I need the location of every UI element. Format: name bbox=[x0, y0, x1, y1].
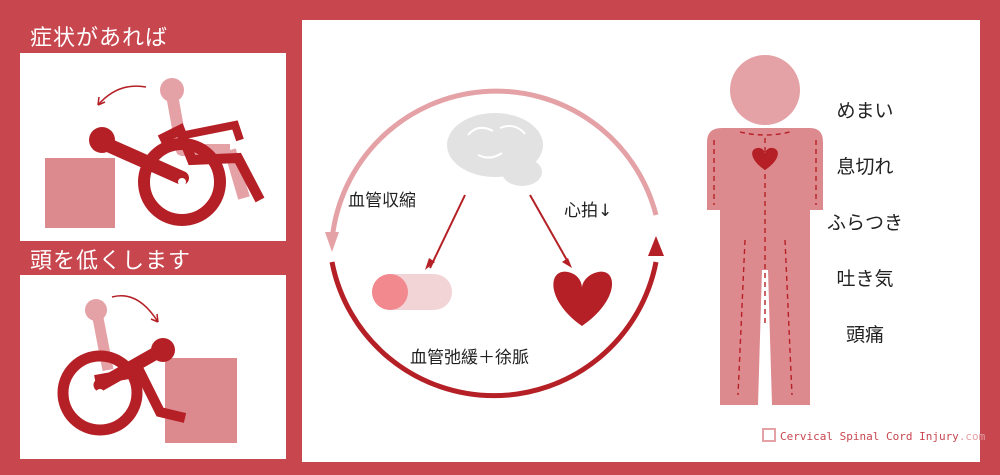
human-body-figure bbox=[707, 55, 823, 405]
reflex-cycle-diagram bbox=[325, 88, 664, 399]
symptom-item: 息切れ bbox=[836, 156, 894, 178]
label-vasodilation-bradycardia: 血管弛緩＋徐脈 bbox=[410, 348, 529, 368]
brand-main: Cervical Spinal Cord Injury bbox=[780, 430, 959, 443]
wheelchair-figure-leaning bbox=[57, 295, 237, 443]
brand-suffix: .com bbox=[958, 430, 986, 443]
blood-vessel-icon bbox=[372, 274, 452, 310]
step2-heading: 頭を低くします bbox=[30, 249, 192, 274]
logo-square-icon bbox=[762, 428, 776, 442]
label-vasoconstriction: 血管収縮 bbox=[348, 191, 416, 211]
symptom-item: 頭痛 bbox=[845, 324, 884, 346]
brain-icon bbox=[447, 113, 543, 186]
symptom-item: 吐き気 bbox=[836, 268, 894, 290]
panel-main bbox=[302, 20, 980, 462]
brand-logo: Cervical Spinal Cord Injury.com bbox=[762, 428, 985, 443]
symptom-item: めまい bbox=[836, 100, 894, 122]
step1-heading: 症状があれば bbox=[30, 26, 169, 51]
symptom-item: ふらつき bbox=[826, 212, 903, 234]
symptom-list: めまい 息切れ ふらつき 吐き気 頭痛 bbox=[805, 96, 925, 376]
label-heart-rate-down: 心拍↓ bbox=[564, 201, 613, 221]
wheelchair-figure-upright bbox=[45, 78, 265, 228]
heart-icon bbox=[553, 271, 613, 326]
panel-step2 bbox=[20, 275, 286, 459]
